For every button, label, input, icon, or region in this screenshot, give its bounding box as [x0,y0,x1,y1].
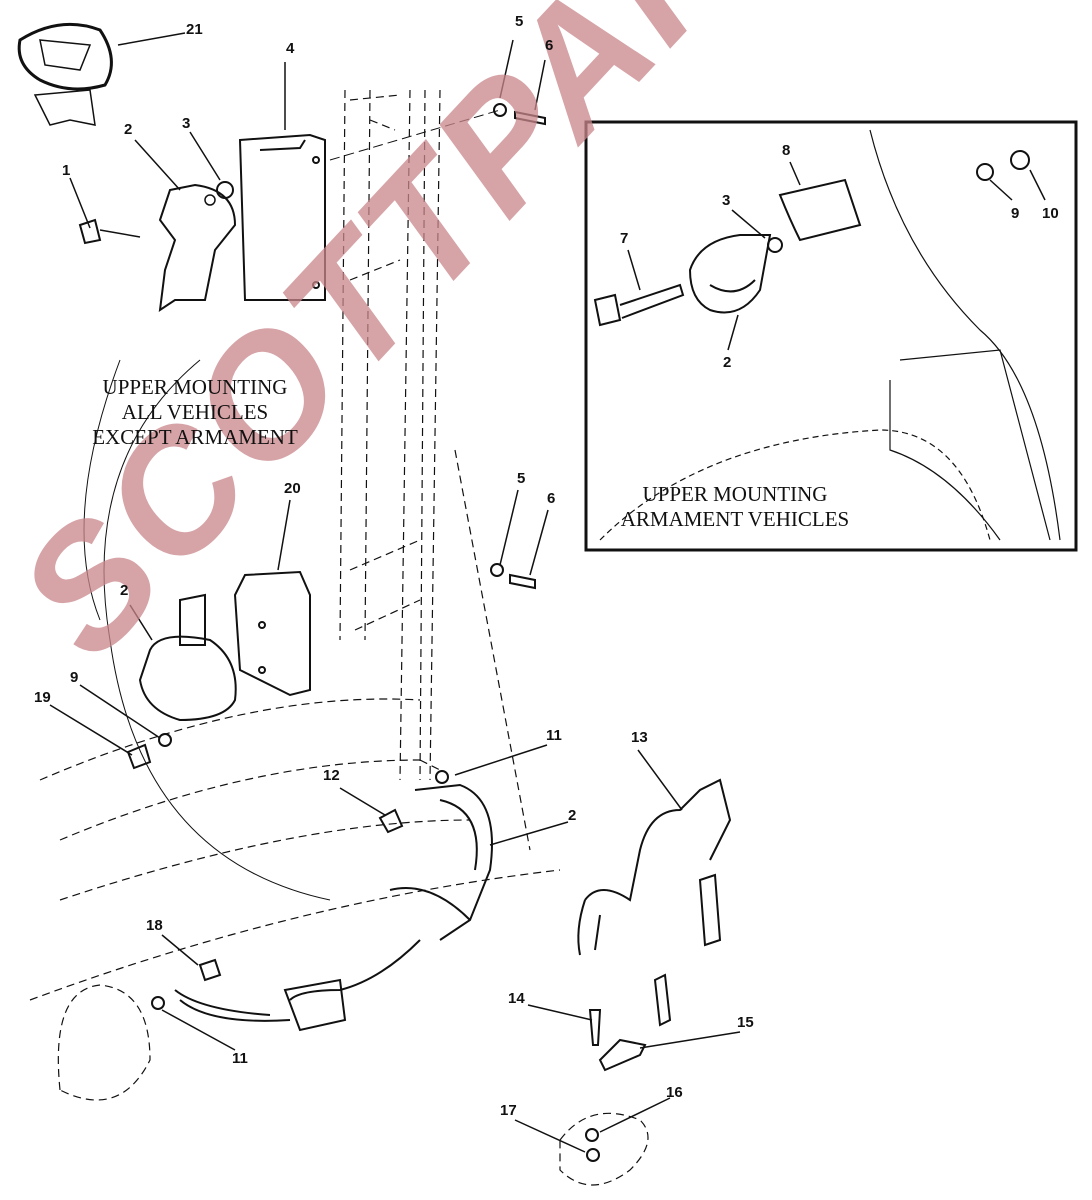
caption-line: UPPER MOUNTING [642,482,828,506]
part-13-belt [577,778,732,956]
part-7-bolt [593,283,685,327]
callout-6: 6 [545,37,554,54]
callout-17: 17 [500,1102,517,1119]
part-12-bolt [378,808,404,834]
callout-13: 13 [631,729,648,746]
callout-15: 15 [737,1014,754,1031]
callout-9: 9 [1011,205,1020,222]
part-1-bolt [78,218,141,245]
callout-6-lower: 6 [547,490,556,507]
part-19-bolt [126,743,152,770]
leader-lines [49,32,1046,1153]
part-21-cover [17,22,113,126]
caption-line: ARMAMENT VEHICLES [620,507,850,531]
callout-2: 2 [124,121,133,138]
callout-2-inset: 2 [723,354,732,371]
callout-2-lap: 2 [568,807,577,824]
part-6-screw [514,110,546,126]
part-11-washer [435,770,449,784]
callout-9-lower: 9 [70,669,79,686]
part-10-nut [1010,150,1030,170]
callout-2-retractor: 2 [120,582,129,599]
caption-line: ALL VEHICLES [121,400,269,424]
inset-background [599,129,1061,541]
part-8-spacer [778,178,862,242]
seat-curve [83,359,331,901]
callout-8: 8 [782,142,791,159]
part-14-screw [588,1009,602,1046]
part-17-nut [586,1148,600,1162]
callout-7: 7 [620,230,629,247]
part-6-screw-lower [509,573,536,590]
caption-line: EXCEPT ARMAMENT [92,425,298,449]
callout-16: 16 [666,1084,683,1101]
callout-11-lower: 11 [232,1050,248,1067]
callout-19: 19 [34,689,51,706]
caption-upper-mounting-all-vehicles: UPPER MOUNTING ALL VEHICLES EXCEPT ARMAM… [70,375,320,450]
callout-20: 20 [284,480,301,497]
part-9-washer-lower [158,733,172,747]
callout-5-lower: 5 [517,470,526,487]
pillar-outline [29,89,649,1186]
part-2-lap-belt [174,783,493,1032]
callout-3-inset: 3 [722,192,731,209]
part-2-retractor [138,593,237,722]
part-5-washer [493,103,507,117]
part-11-washer-lower [151,996,165,1010]
part-18-bolt [198,958,222,982]
part-3-washer [216,181,234,199]
callout-11: 11 [546,727,562,744]
caption-line: UPPER MOUNTING [102,375,288,399]
callout-4: 4 [286,40,295,57]
part-15-bracket [598,973,672,1072]
part-16-washer [585,1128,599,1142]
callout-10: 10 [1042,205,1059,222]
part-4-bracket [238,133,326,301]
callout-3: 3 [182,115,191,132]
inset-frame [584,120,1078,552]
callout-1: 1 [62,162,71,179]
part-2-anchor [158,183,237,313]
callout-5: 5 [515,13,524,30]
part-5-washer-lower [490,563,504,577]
part-2-anchor-plate [688,234,772,314]
callout-18: 18 [146,917,163,934]
part-3-washer-inset [767,237,783,253]
part-9-washer [976,163,994,181]
callout-14: 14 [508,990,525,1007]
callout-21: 21 [186,21,203,38]
part-20-bracket [233,570,311,697]
callout-12: 12 [323,767,340,784]
caption-upper-mounting-armament: UPPER MOUNTING ARMAMENT VEHICLES [600,482,870,532]
